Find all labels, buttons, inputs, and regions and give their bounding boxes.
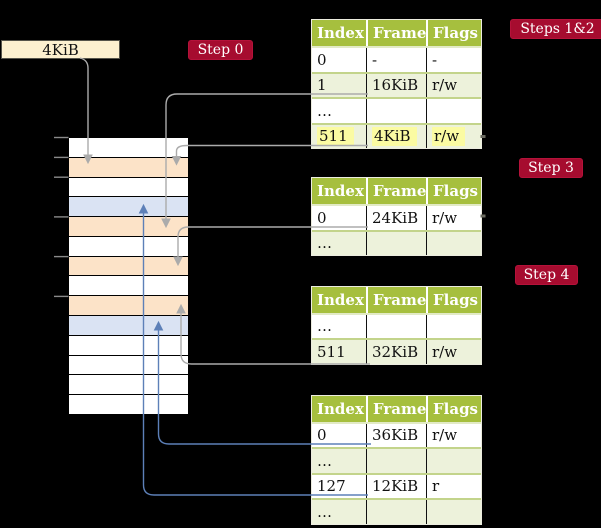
column-header-frame: Frame (366, 178, 426, 204)
memory-frame-1-page_table (69, 157, 188, 178)
memory-address-ticks (54, 136, 69, 298)
column-header-index: Index (317, 182, 364, 200)
frame-size-box: 4KiB (1, 40, 120, 59)
table-1-row-0: 0 -- (312, 46, 481, 72)
column-header-flags: Flags (426, 286, 481, 313)
table-cell: 16KiB (366, 73, 426, 97)
table-1-row-511: 511 4KiB r/w (312, 122, 481, 149)
memory-frame-3-mapped_page (69, 197, 188, 218)
table-cell (366, 500, 426, 524)
column-header-index: Index (317, 24, 364, 42)
memory-frame-10-free (69, 335, 188, 356)
badge-step-3-label: Step 3 (528, 160, 574, 176)
badge-step-0: Step 0 (188, 40, 253, 60)
table-cell: r/w (426, 206, 481, 230)
table-cell (426, 231, 481, 255)
table-cell: … (317, 451, 332, 470)
table-cell: … (317, 234, 332, 253)
table-cell: r/w (426, 124, 481, 148)
column-header-frame: Frame (366, 395, 426, 422)
table-cell: 1 (317, 76, 327, 95)
memory-frame-12-free (69, 375, 188, 396)
memory-frame-13-free (69, 395, 188, 414)
memory-frame-7-free (69, 276, 188, 297)
table-cell: r/w (426, 340, 481, 364)
table-cell: r/w (426, 423, 481, 447)
column-header-flags: Flags (426, 20, 481, 46)
memory-frame-8-page_table (69, 296, 188, 317)
table-cell: 32KiB (366, 340, 426, 364)
table-cell: r/w (426, 73, 481, 97)
table-cell (366, 231, 426, 255)
highlighted-value: 511 (317, 126, 354, 146)
memory-frame-5-free (69, 236, 188, 257)
badge-step-4-label: Step 4 (523, 267, 570, 283)
column-header-frame: Frame (366, 20, 426, 46)
column-header-frame: Frame (366, 286, 426, 313)
table-cell: 36KiB (366, 423, 426, 447)
physical-memory-stack (68, 137, 189, 415)
badge-step-0-label: Step 0 (197, 42, 244, 58)
table-cell: 0 (317, 50, 327, 69)
table-cell: 4KiB (366, 124, 426, 148)
memory-frame-4-page_table (69, 217, 188, 237)
table-cell: … (317, 317, 332, 336)
table-cell: … (317, 502, 332, 521)
highlighted-value: 4KiB (372, 126, 417, 146)
memory-frame-0-free (69, 138, 188, 158)
table-cell: 0 (317, 208, 327, 227)
table-cell (426, 99, 481, 123)
memory-frame-6-page_table (69, 256, 188, 277)
highlighted-value: r/w (432, 126, 466, 146)
table-cell (366, 99, 426, 123)
table-3-row-…: … (312, 312, 481, 338)
table-cell (426, 314, 481, 338)
frame-size-label: 4KiB (42, 40, 79, 59)
table-2-row-…: … (312, 229, 481, 255)
table-cell: 511 (312, 125, 366, 149)
column-header-index: Index (317, 399, 364, 418)
memory-frame-11-free (69, 355, 188, 376)
table-cell (426, 449, 481, 473)
table-cell: - (426, 48, 481, 72)
table-cell (426, 500, 481, 524)
table-4-row-…: … (312, 498, 481, 524)
table-cell: 511 (317, 342, 346, 361)
column-header-flags: Flags (426, 395, 481, 422)
table-cell: 12KiB (366, 474, 426, 498)
column-header-index: Index (317, 290, 364, 309)
badge-step-3: Step 3 (519, 158, 583, 178)
table-cell (366, 449, 426, 473)
badge-steps-1-2: Steps 1&2 (510, 19, 601, 39)
badge-steps-1-2-label: Steps 1&2 (520, 21, 595, 37)
table-cell: r (426, 474, 481, 498)
badge-step-4: Step 4 (515, 265, 578, 285)
table-cell: … (317, 101, 332, 120)
memory-frame-9-mapped_page (69, 316, 188, 336)
table-cell (366, 314, 426, 338)
table-cell: - (366, 48, 426, 72)
table-cell: 127 (317, 477, 346, 496)
table-cell: 0 (317, 426, 327, 445)
table-cell: 24KiB (366, 206, 426, 230)
memory-frame-2-free (69, 177, 188, 198)
table-4-row-…: … (312, 447, 481, 473)
table-1-row-…: … (312, 97, 481, 123)
column-header-flags: Flags (426, 178, 481, 204)
